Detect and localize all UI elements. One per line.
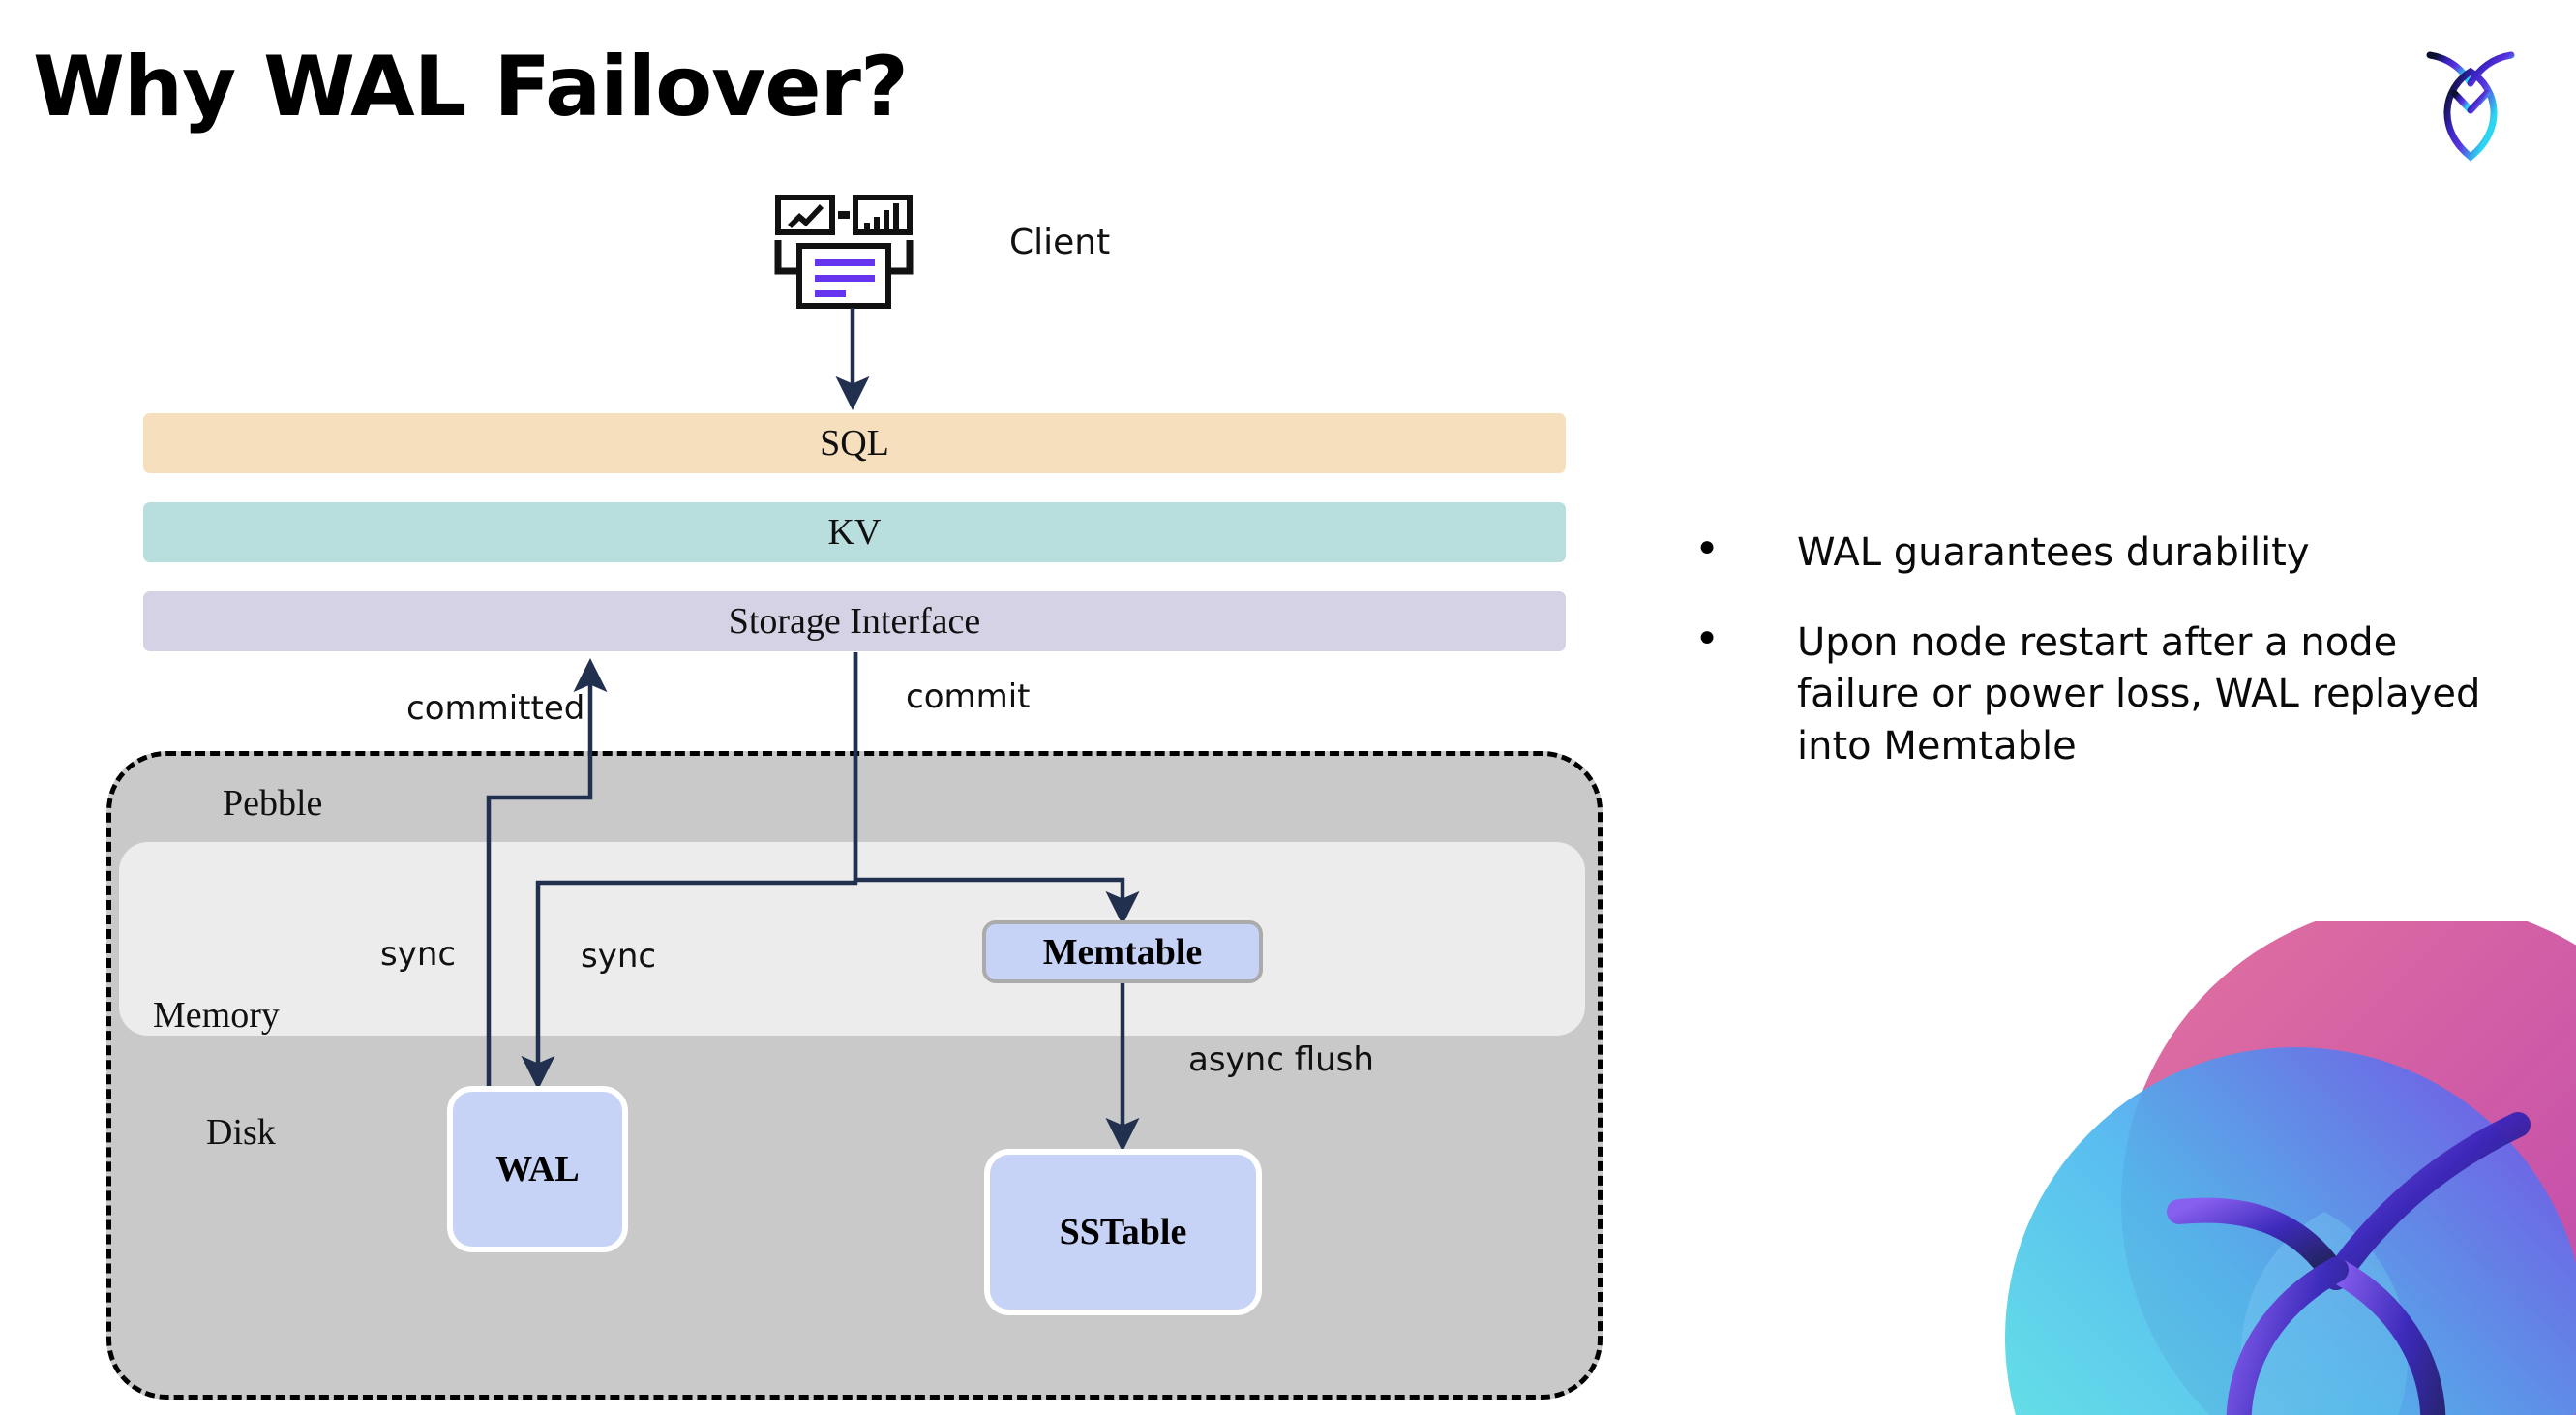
node-sstable: SSTable [984, 1149, 1262, 1315]
bullet-text: WAL guarantees durability [1797, 530, 2310, 575]
node-label-sstable: SSTable [1059, 1212, 1187, 1252]
edge-label-sync-wal-up: sync [380, 935, 457, 974]
bullet-marker-icon: ● [1698, 530, 1717, 562]
memory-region [119, 842, 1585, 1036]
edge-label-async-flush: async flush [1188, 1040, 1374, 1079]
bullet-list: ● WAL guarantees durability ● Upon node … [1698, 527, 2521, 811]
layer-label-sql: SQL [820, 423, 889, 464]
bullet-text: Upon node restart after a node failure o… [1797, 620, 2481, 768]
layer-bar-kv: KV [143, 502, 1566, 562]
memory-label: Memory [153, 995, 280, 1036]
edge-label-committed: committed [406, 689, 585, 728]
node-label-memtable: Memtable [1042, 931, 1203, 973]
cockroach-leaf-gradient-decoration-icon [2005, 921, 2576, 1415]
disk-label: Disk [206, 1112, 276, 1153]
cockroach-leaf-logo-icon [2426, 51, 2515, 162]
layer-bar-sql: SQL [143, 413, 1566, 473]
layer-bar-storage-interface: Storage Interface [143, 591, 1566, 651]
edge-label-commit: commit [906, 677, 1031, 716]
node-label-wal: WAL [495, 1149, 580, 1189]
bullet-marker-icon: ● [1698, 620, 1717, 653]
page-title: Why WAL Failover? [33, 39, 909, 135]
list-item: ● Upon node restart after a node failure… [1698, 617, 2521, 772]
client-analytics-window-icon [774, 195, 914, 309]
edge-label-sync-wal-down: sync [581, 937, 657, 976]
pebble-label: Pebble [223, 783, 323, 824]
node-memtable: Memtable [982, 920, 1263, 983]
layer-label-storage-interface: Storage Interface [728, 601, 981, 642]
node-wal: WAL [447, 1086, 628, 1252]
layer-label-kv: KV [827, 512, 882, 553]
client-label: Client [1009, 223, 1111, 262]
list-item: ● WAL guarantees durability [1698, 527, 2521, 579]
